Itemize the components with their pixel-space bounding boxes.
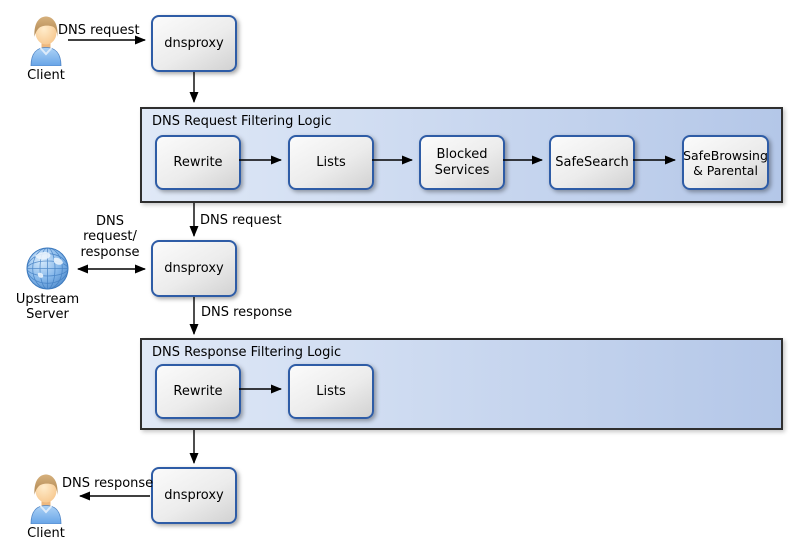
response-filtering-container: DNS Response Filtering Logic Rewrite Lis…	[140, 338, 783, 430]
response-filtering-title: DNS Response Filtering Logic	[152, 345, 342, 360]
step-safesearch: SafeSearch	[549, 135, 635, 190]
step-lists: Lists	[288, 135, 374, 190]
client-top-label: Client	[27, 68, 65, 83]
request-filtering-container: DNS Request Filtering Logic Rewrite List…	[140, 107, 783, 203]
step-safebrowsing-parental-label: SafeBrowsing & Parental	[683, 147, 768, 178]
step-rewrite-response: Rewrite	[155, 364, 241, 419]
step-lists-response-label: Lists	[316, 383, 346, 399]
edge-label-dns-request-middle: DNS request	[200, 213, 282, 228]
globe-icon	[25, 246, 70, 291]
step-lists-response: Lists	[288, 364, 374, 419]
step-rewrite-response-label: Rewrite	[173, 383, 223, 399]
client-bottom-label: Client	[27, 526, 65, 541]
upstream-globe-icon	[26, 247, 69, 290]
edge-label-dns-request-top: DNS request	[58, 23, 140, 38]
dnsproxy-top-label: dnsproxy	[164, 35, 224, 51]
step-blocked-services: Blocked Services	[419, 135, 505, 190]
dnsproxy-node-middle: dnsproxy	[151, 240, 237, 297]
step-safebrowsing-parental: SafeBrowsing & Parental	[682, 135, 769, 190]
dnsproxy-node-bottom: dnsproxy	[151, 467, 237, 524]
step-rewrite-label: Rewrite	[173, 154, 223, 170]
person-icon	[30, 474, 62, 525]
request-filtering-title: DNS Request Filtering Logic	[152, 114, 332, 129]
upstream-server-label: Upstream Server	[15, 292, 80, 323]
edge-label-upstream-exchange: DNS request/ response	[80, 214, 140, 260]
edge-label-dns-response-middle: DNS response	[201, 305, 293, 320]
step-lists-label: Lists	[316, 154, 346, 170]
step-safesearch-label: SafeSearch	[555, 154, 629, 170]
edge-label-dns-response-bottom: DNS response	[62, 476, 154, 491]
dnsproxy-node-top: dnsproxy	[151, 15, 237, 72]
client-icon-bottom	[26, 471, 66, 525]
dnsproxy-middle-label: dnsproxy	[164, 260, 224, 276]
step-rewrite: Rewrite	[155, 135, 241, 190]
dnsproxy-bottom-label: dnsproxy	[164, 487, 224, 503]
person-icon	[30, 16, 62, 67]
step-blocked-services-label: Blocked Services	[434, 146, 490, 178]
client-icon	[26, 13, 66, 67]
